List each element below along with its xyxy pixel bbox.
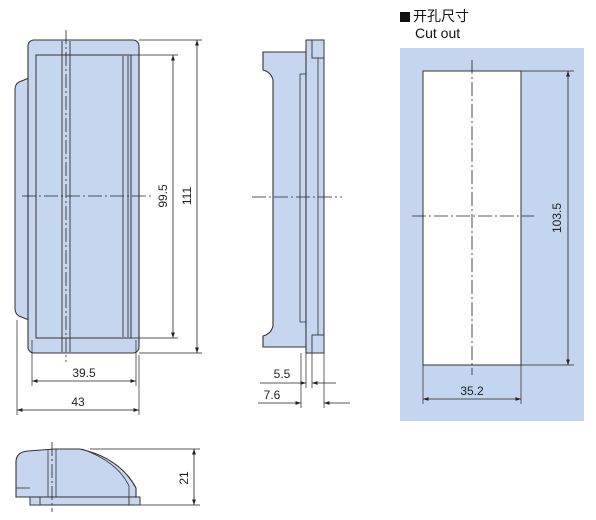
dim-side-depth-b: 7.6 xyxy=(264,388,281,402)
dim-cutout-height: 103.5 xyxy=(550,203,564,233)
dim-front-width-outer: 43 xyxy=(71,395,85,409)
dim-front-height-outer: 111 xyxy=(180,187,194,206)
bottom-curved-body xyxy=(15,448,137,498)
dim-front-width-inner: 39.5 xyxy=(72,366,96,380)
dim-side-depth-a: 5.5 xyxy=(274,367,291,381)
dim-cutout-width: 35.2 xyxy=(460,384,484,398)
dim-front-height-inner: 99.5 xyxy=(156,184,170,208)
front-inner-recess xyxy=(35,54,132,339)
dim-bottom-height: 21 xyxy=(177,471,191,485)
square-bullet-icon xyxy=(400,12,410,22)
bottom-view: 21 xyxy=(15,442,200,512)
cutout-view: 103.5 35.2 xyxy=(400,48,584,421)
cutout-title-en: Cut out xyxy=(415,25,461,41)
front-rear-flange xyxy=(14,77,30,321)
cutout-title-cn: 开孔尺寸 xyxy=(413,8,469,24)
front-view: 99.5 111 39.5 43 xyxy=(14,30,202,415)
side-view: 5.5 7.6 xyxy=(252,39,350,408)
side-flange xyxy=(305,39,325,354)
cutout-heading: 开孔尺寸 Cut out xyxy=(400,8,469,42)
side-body xyxy=(262,51,307,348)
bottom-base-plate xyxy=(29,496,141,506)
